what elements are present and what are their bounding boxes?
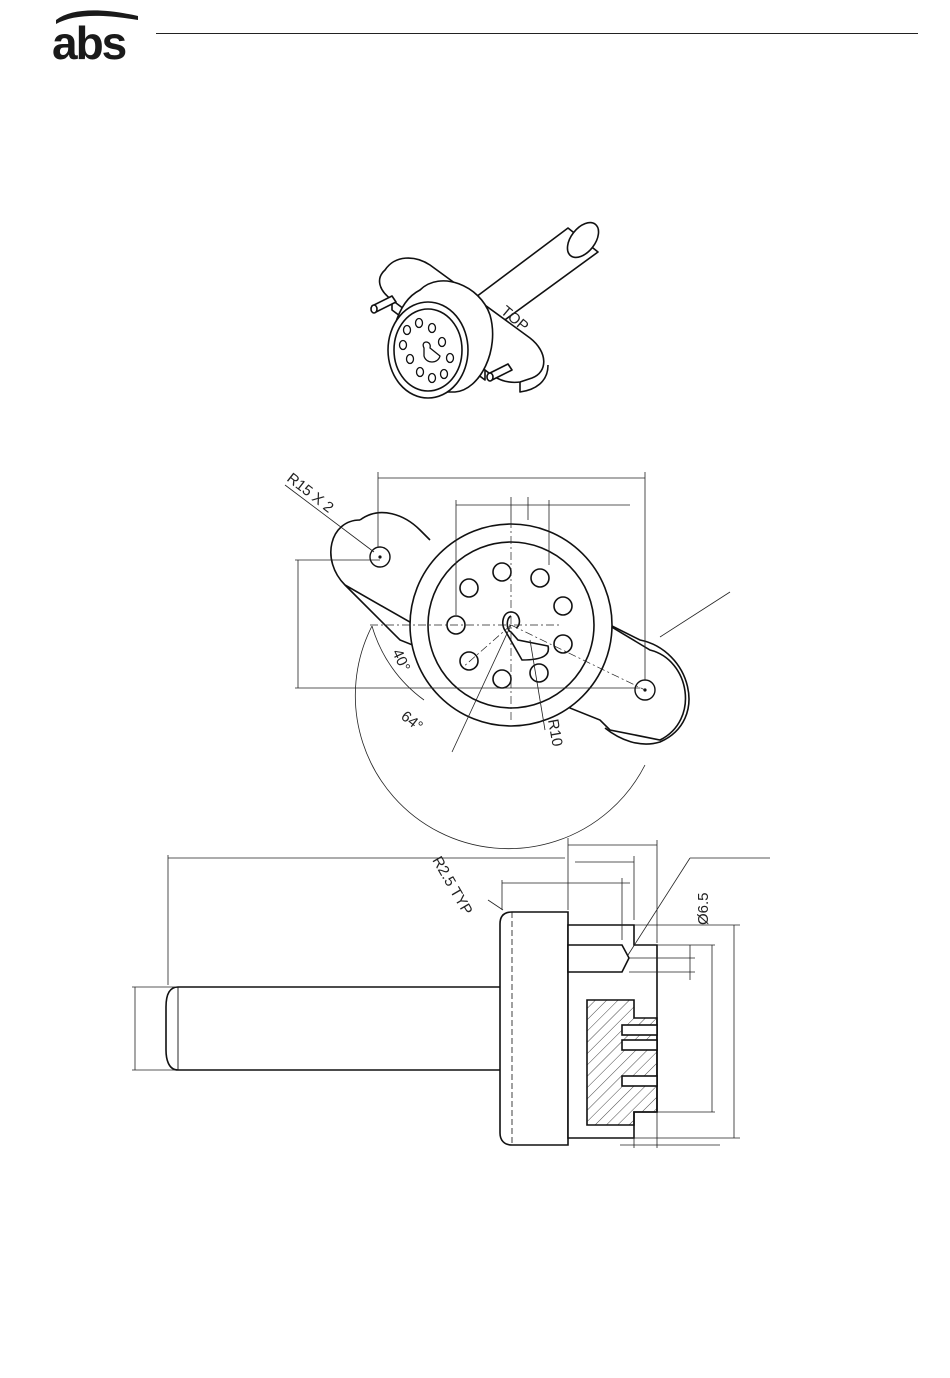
dim-pin-diameter: Ø6.5 bbox=[695, 892, 712, 925]
dim-angle-40: 40° bbox=[388, 647, 413, 675]
front-view: R15 X 2 40° 64° R10 bbox=[284, 470, 730, 849]
side-hatched-section bbox=[587, 1000, 657, 1125]
dim-radius-sector: R10 bbox=[544, 718, 566, 748]
ear-hole-left-center bbox=[378, 555, 381, 558]
dim-angle-64: 64° bbox=[398, 708, 426, 735]
side-view: R2.5 TYP Ø6.5 bbox=[132, 838, 770, 1148]
iso-shaft bbox=[472, 217, 605, 322]
side-pin bbox=[568, 945, 629, 972]
dim-radius-ears: R15 X 2 bbox=[284, 470, 337, 517]
side-shaft bbox=[166, 987, 502, 1070]
isometric-view: TOP bbox=[371, 217, 605, 398]
dim-fillet: R2.5 TYP bbox=[429, 854, 476, 919]
side-flange bbox=[500, 912, 568, 1145]
